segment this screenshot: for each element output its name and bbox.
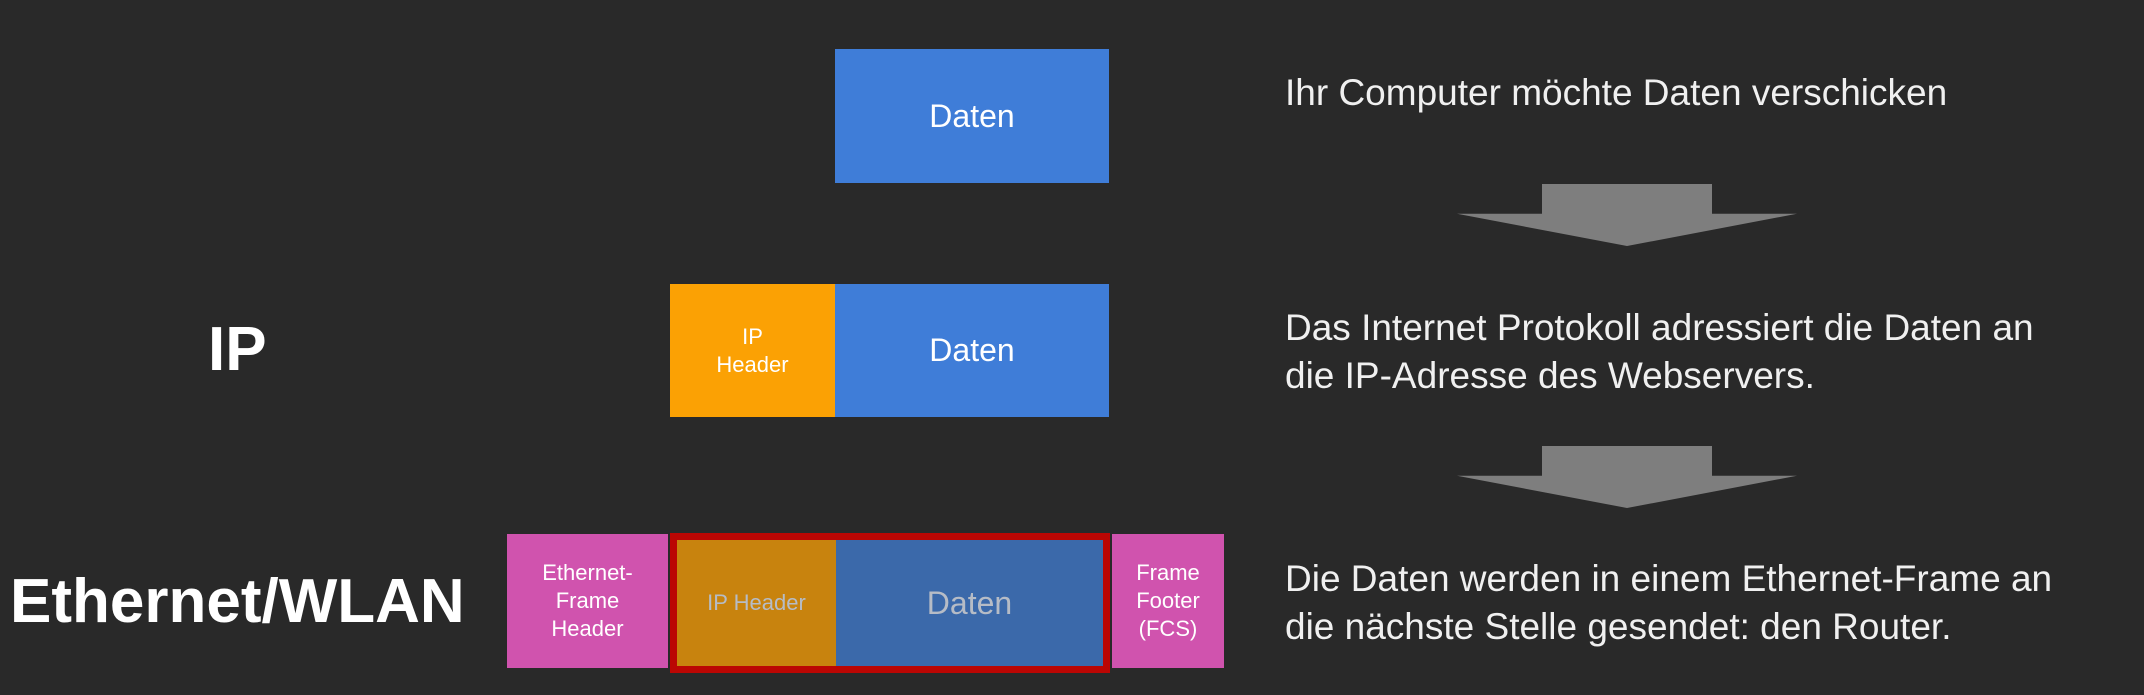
daten-box-application: Daten [835,49,1109,183]
ip-header-box-label: IP Header [716,323,789,377]
daten-box-label: Daten [929,97,1015,134]
ip-header-box-dimmed: IP Header [677,540,836,666]
ethernet-frame-header-label: Ethernet- Frame Header [542,560,633,641]
arrow-down-icon [1457,184,1797,246]
arrow-down-icon [1457,446,1797,508]
caption-ip-addressing: Das Internet Protokoll adressiert die Da… [1285,307,2034,396]
layer-label-ethernet-wlan: Ethernet/WLAN [10,567,465,636]
daten-box-dimmed: Daten [836,540,1103,666]
ip-header-box: IP Header [670,284,835,417]
frame-footer-fcs-label: Frame Footer (FCS) [1136,560,1200,641]
ethernet-frame-header-box: Ethernet- Frame Header [507,534,668,668]
caption-ethernet-frame-to-router: Die Daten werden in einem Ethernet-Frame… [1285,558,2053,647]
encapsulated-payload-highlight-frame: IP Header Daten [670,533,1110,673]
caption-computer-sends-data: Ihr Computer möchte Daten verschicken [1285,72,1948,113]
layer-label-ip: IP [208,315,267,384]
daten-box-label: Daten [926,584,1013,621]
ip-header-box-label: IP Header [707,590,806,615]
daten-box-label: Daten [929,332,1015,369]
frame-footer-fcs-box: Frame Footer (FCS) [1112,534,1224,668]
daten-box-ip: Daten [835,284,1109,417]
